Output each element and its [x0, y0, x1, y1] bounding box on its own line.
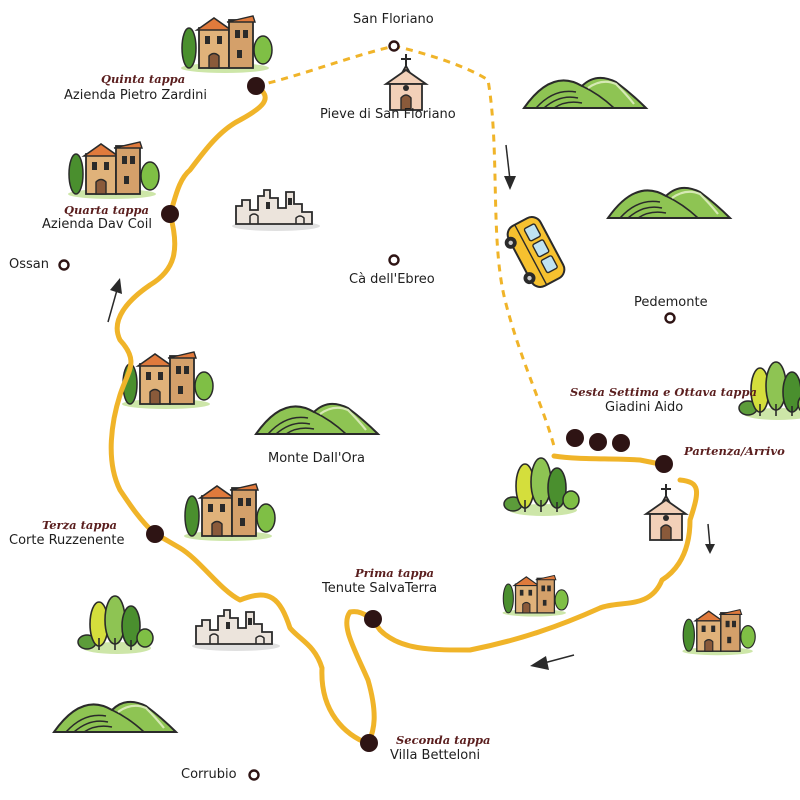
village-icon	[183, 483, 276, 542]
hill-icon	[522, 76, 648, 110]
place-label-san-floriano: San Floriano	[353, 12, 434, 27]
stage-title-sesta: Sesta Settima e Ottava tappa	[570, 385, 757, 399]
place-marker-ossan[interactable]	[58, 259, 70, 271]
village-icon	[501, 574, 569, 618]
tree-cluster-icon	[77, 595, 154, 655]
church-icon	[385, 53, 427, 111]
church-icon	[645, 483, 687, 541]
tree-cluster-icon	[503, 457, 580, 517]
stop-marker-ottava[interactable]	[612, 434, 630, 452]
route-path-dashed	[255, 44, 557, 451]
stop-marker-quinta[interactable]	[247, 77, 265, 95]
direction-arrow-icon	[705, 523, 715, 554]
stop-marker-start-finish[interactable]	[655, 455, 673, 473]
direction-arrow-icon	[530, 654, 575, 670]
place-marker-ca-ebreo[interactable]	[388, 254, 400, 266]
stop-marker-settima[interactable]	[589, 433, 607, 451]
stage-name-seconda: Villa Betteloni	[390, 748, 481, 763]
hill-icon	[254, 402, 380, 436]
hill-icon	[52, 700, 178, 734]
castle-ruins-icon	[191, 609, 281, 652]
village-icon	[180, 15, 273, 74]
place-marker-corrubio[interactable]	[248, 769, 260, 781]
place-label-pedemonte: Pedemonte	[634, 295, 708, 310]
direction-arrow-icon	[107, 278, 122, 323]
stage-title-seconda: Seconda tappa	[396, 733, 491, 747]
start-finish-label: Partenza/Arrivo	[684, 444, 785, 458]
stop-marker-quarta[interactable]	[161, 205, 179, 223]
hill-icon	[606, 186, 732, 220]
stage-name-quarta: Azienda Dav Coil	[42, 217, 152, 232]
village-icon	[681, 608, 756, 656]
stage-name-quinta: Azienda Pietro Zardini	[64, 88, 208, 103]
place-label-monte-dall-ora: Monte Dall'Ora	[268, 451, 365, 466]
minibus-icon	[504, 216, 566, 288]
direction-arrow-icon	[504, 144, 516, 190]
stop-marker-seconda[interactable]	[360, 734, 378, 752]
place-label-pieve: Pieve di San Floriano	[320, 107, 456, 122]
stage-name-prima: Tenute SalvaTerra	[322, 581, 438, 596]
place-marker-san-floriano[interactable]	[388, 40, 400, 52]
stage-name-terza: Corte Ruzzenente	[9, 533, 125, 548]
stage-title-prima: Prima tappa	[355, 566, 434, 580]
place-label-ossan: Ossan	[9, 257, 49, 272]
stage-title-quinta: Quinta tappa	[101, 72, 186, 86]
route-path	[108, 83, 700, 747]
place-label-corrubio: Corrubio	[181, 767, 237, 782]
stage-name-sesta: Giadini Aido	[605, 400, 684, 415]
stage-title-terza: Terza tappa	[42, 518, 117, 532]
stop-marker-sesta[interactable]	[566, 429, 584, 447]
stop-marker-prima[interactable]	[364, 610, 382, 628]
village-icon	[67, 141, 160, 200]
castle-ruins-icon	[231, 189, 321, 232]
village-icon	[121, 351, 214, 410]
stage-title-quarta: Quarta tappa	[64, 203, 149, 217]
place-label-ca-ebreo: Cà dell'Ebreo	[349, 272, 435, 287]
place-marker-pedemonte[interactable]	[664, 312, 676, 324]
stop-marker-terza[interactable]	[146, 525, 164, 543]
